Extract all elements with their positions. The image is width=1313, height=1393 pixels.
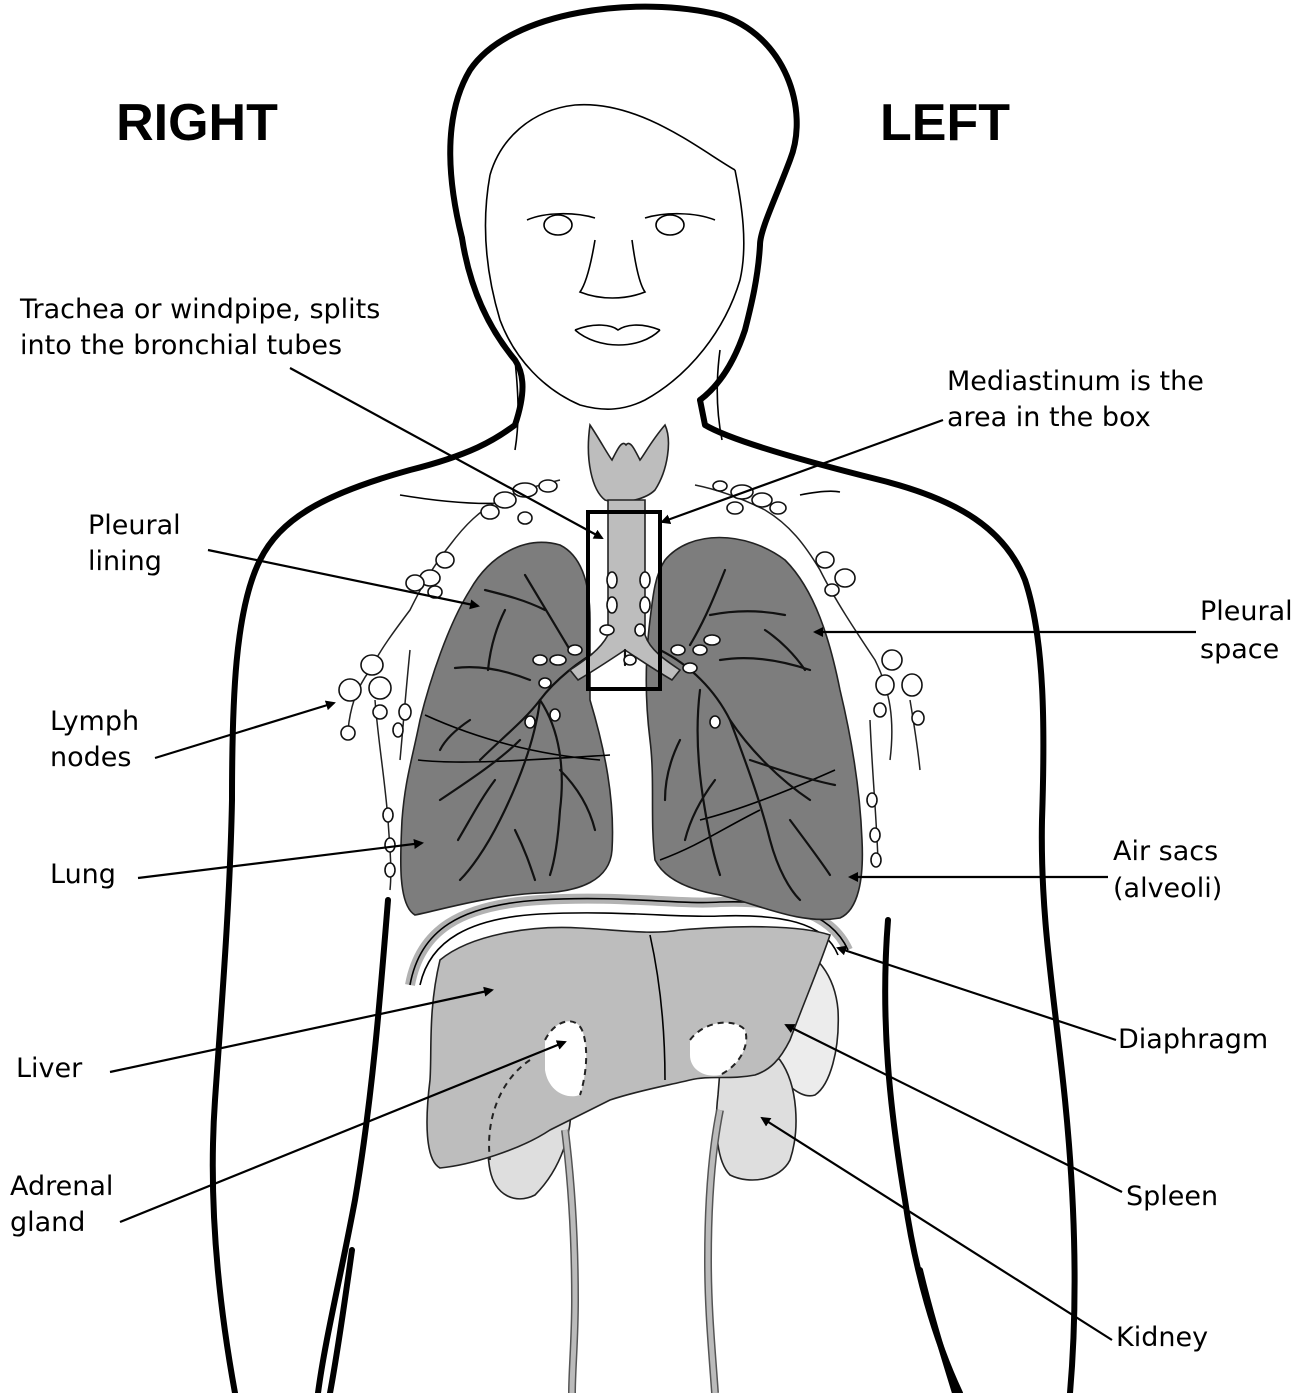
right-side-title: RIGHT xyxy=(116,94,278,152)
label-lymph-nodes-line1: Lymph xyxy=(50,706,139,737)
leader-lung xyxy=(138,843,422,878)
label-pleural-space-line1: Pleural xyxy=(1200,596,1293,627)
label-diaphragm: Diaphragm xyxy=(1118,1024,1268,1055)
label-spleen: Spleen xyxy=(1126,1181,1218,1212)
leader-lymph-nodes xyxy=(155,703,334,758)
left-side-title: LEFT xyxy=(880,94,1010,152)
label-lung: Lung xyxy=(50,859,116,890)
leader-diaphragm xyxy=(838,948,1116,1040)
leader-kidney xyxy=(762,1118,1112,1340)
leader-mediastinum xyxy=(662,420,943,522)
label-air-sacs-line2: (alveoli) xyxy=(1113,873,1222,904)
thyroid-cartilage xyxy=(588,425,668,502)
label-trachea-line1: Trachea or windpipe, splits xyxy=(19,294,380,325)
label-trachea-line2: into the bronchial tubes xyxy=(20,330,342,361)
body-outline xyxy=(213,7,1075,1393)
face xyxy=(400,105,840,504)
label-liver: Liver xyxy=(16,1053,83,1084)
label-pleural-lining-line1: Pleural xyxy=(88,510,181,541)
label-pleural-space-line2: space xyxy=(1200,634,1279,665)
label-lymph-nodes-line2: nodes xyxy=(50,742,131,773)
label-mediastinum-line1: Mediastinum is the xyxy=(947,366,1204,397)
leader-spleen xyxy=(786,1025,1122,1192)
label-air-sacs-line1: Air sacs xyxy=(1113,836,1218,867)
label-adrenal-gland-line2: gland xyxy=(10,1207,85,1238)
label-mediastinum-line2: area in the box xyxy=(947,402,1151,433)
label-adrenal-gland-line1: Adrenal xyxy=(10,1171,113,1202)
abdominal-organs xyxy=(427,927,838,1393)
label-pleural-lining-line2: lining xyxy=(88,546,162,577)
label-kidney: Kidney xyxy=(1116,1322,1208,1353)
leader-trachea xyxy=(290,368,602,538)
